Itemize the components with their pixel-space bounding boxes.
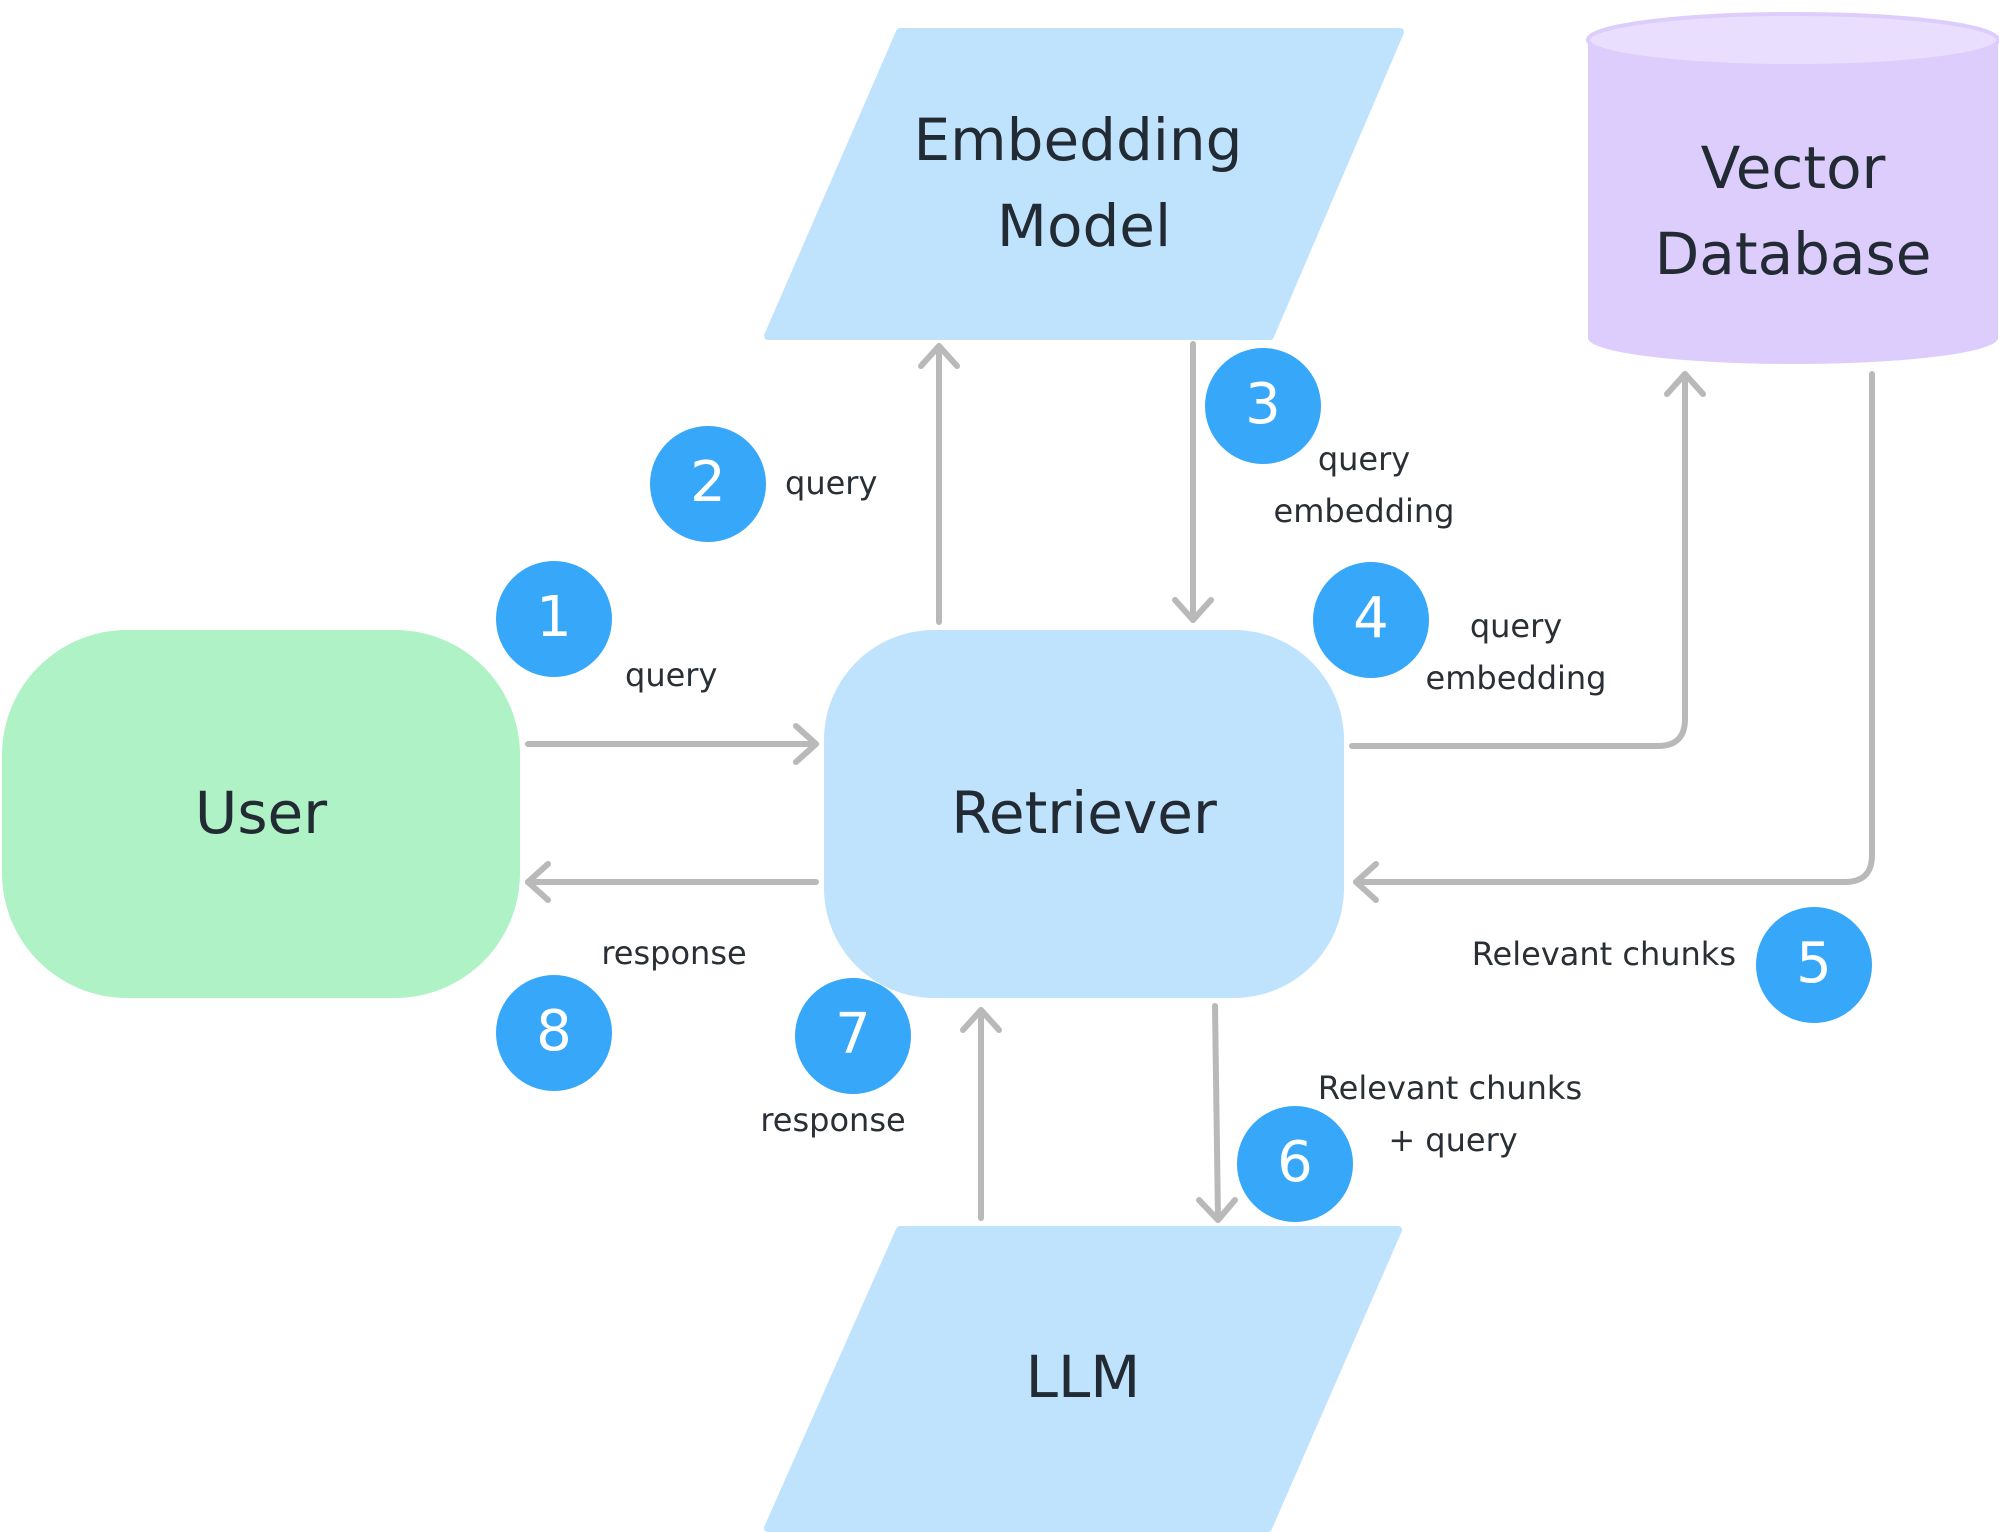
user-node-label: User <box>195 779 327 847</box>
vector-database-label-line1: Vector <box>1701 134 1886 202</box>
step-badge-7: 7 <box>795 978 911 1094</box>
step-badge-3: 3 <box>1205 348 1321 464</box>
step-1-label: query <box>625 656 717 694</box>
arrow-user-to-retriever <box>525 723 819 765</box>
step-number-2: 2 <box>690 450 726 515</box>
step-number-6: 6 <box>1277 1130 1313 1195</box>
arrow-retriever-to-user <box>525 861 819 903</box>
embedding-model-label-line1: Embedding <box>914 106 1243 174</box>
step-4-label-line1: query <box>1470 607 1562 645</box>
arrows <box>525 341 1875 1223</box>
step-number-4: 4 <box>1353 586 1389 651</box>
step-8-label: response <box>601 934 746 972</box>
llm-node-label: LLM <box>1026 1343 1141 1411</box>
step-badge-5: 5 <box>1756 907 1872 1023</box>
step-badge-8: 8 <box>496 975 612 1091</box>
retriever-node-label: Retriever <box>951 779 1217 847</box>
arrow-vector-database-to-retriever <box>1353 371 1875 903</box>
step-number-5: 5 <box>1796 931 1832 996</box>
user-node[interactable]: User <box>2 630 520 998</box>
embedding-model-node[interactable]: Embedding Model <box>764 28 1404 340</box>
step-badge-4: 4 <box>1313 562 1429 678</box>
arrow-retriever-to-vector-database <box>1349 371 1706 749</box>
step-badge-6: 6 <box>1237 1106 1353 1222</box>
retriever-node[interactable]: Retriever <box>824 630 1344 998</box>
step-number-1: 1 <box>536 585 572 650</box>
arrow-retriever-to-llm <box>1196 1003 1238 1223</box>
step-badges: 1 2 3 4 5 6 7 8 <box>496 348 1872 1222</box>
step-number-8: 8 <box>536 999 572 1064</box>
step-6-label-line2: + query <box>1388 1121 1517 1159</box>
step-number-7: 7 <box>835 1002 871 1067</box>
step-2-label: query <box>785 464 877 502</box>
arrow-retriever-to-embedding-model <box>918 343 960 625</box>
llm-node[interactable]: LLM <box>764 1226 1402 1532</box>
step-3-label-line2: embedding <box>1274 492 1455 530</box>
vector-database-node[interactable]: Vector Database <box>1586 12 1999 364</box>
edge-labels: query query query embedding query embedd… <box>601 440 1736 1159</box>
arrow-embedding-model-to-retriever <box>1172 341 1214 623</box>
step-number-3: 3 <box>1245 372 1281 437</box>
step-badge-2: 2 <box>650 426 766 542</box>
step-5-label: Relevant chunks <box>1472 935 1736 973</box>
step-7-label: response <box>760 1101 905 1139</box>
step-badge-1: 1 <box>496 561 612 677</box>
step-4-label-line2: embedding <box>1426 659 1607 697</box>
vector-database-label-line2: Database <box>1655 220 1932 288</box>
arrow-llm-to-retriever <box>960 1007 1002 1221</box>
embedding-model-label-line2: Model <box>997 192 1171 260</box>
step-3-label-line1: query <box>1318 440 1410 478</box>
step-6-label-line1: Relevant chunks <box>1318 1069 1582 1107</box>
